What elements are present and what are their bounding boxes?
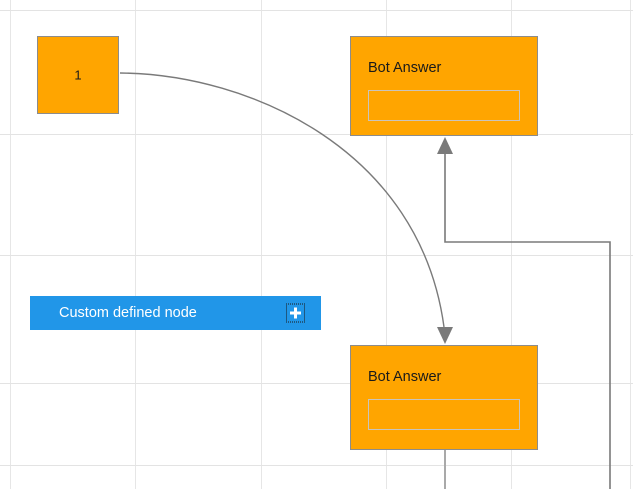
arrowhead-down-icon — [437, 327, 453, 344]
edge-feedback-to-bot-answer-top[interactable] — [444, 154, 611, 489]
node-numbered-1-label: 1 — [74, 67, 82, 83]
node-bot-answer-bottom-slot[interactable] — [368, 399, 520, 430]
node-bot-answer-bottom[interactable]: Bot Answer — [350, 345, 538, 450]
plus-icon[interactable] — [286, 303, 305, 323]
node-bot-answer-top-slot[interactable] — [368, 90, 520, 121]
node-bot-answer-top-title: Bot Answer — [368, 60, 442, 76]
custom-defined-node-bar[interactable]: Custom defined node — [30, 296, 321, 330]
arrowhead-up-icon — [437, 137, 453, 154]
custom-defined-node-label: Custom defined node — [59, 304, 197, 321]
edge-node1-to-bot-answer-bottom[interactable] — [119, 72, 445, 328]
node-bot-answer-bottom-title: Bot Answer — [368, 369, 442, 385]
node-bot-answer-top[interactable]: Bot Answer — [350, 36, 538, 136]
node-numbered-1[interactable]: 1 — [37, 36, 119, 114]
